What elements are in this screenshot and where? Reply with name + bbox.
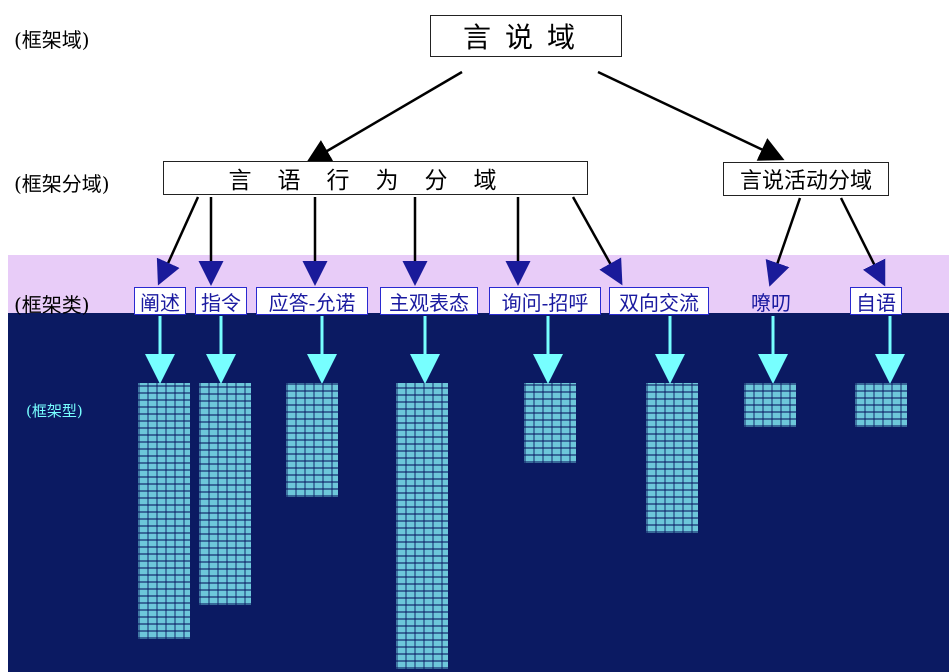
type-block xyxy=(744,383,796,427)
level-label-type: (框架型) xyxy=(26,402,83,420)
type-block xyxy=(286,383,338,497)
root-node: 言说域 xyxy=(430,15,622,57)
subdomain-node-speech-activity: 言说活动分域 xyxy=(723,162,889,196)
class-node: 询问-招呼 xyxy=(489,287,601,315)
class-node: 应答-允诺 xyxy=(256,287,368,315)
type-block xyxy=(199,383,251,605)
level-label-domain: (框架域) xyxy=(14,28,90,52)
type-block xyxy=(646,383,698,533)
type-block xyxy=(524,383,576,463)
class-node: 阐述 xyxy=(134,287,186,315)
class-node: 主观表态 xyxy=(380,287,478,315)
subdomain-node-speech-act: 言语行为分域 xyxy=(163,161,588,195)
class-node: 指令 xyxy=(195,287,247,315)
level-label-class: (框架类) xyxy=(14,293,90,317)
type-block xyxy=(855,383,907,427)
type-block xyxy=(396,383,448,669)
class-node: 嘹叨 xyxy=(751,290,791,315)
class-node: 自语 xyxy=(850,287,902,315)
class-node: 双向交流 xyxy=(609,287,709,315)
type-block xyxy=(138,383,190,639)
level-label-subdomain: (框架分域) xyxy=(14,172,110,196)
